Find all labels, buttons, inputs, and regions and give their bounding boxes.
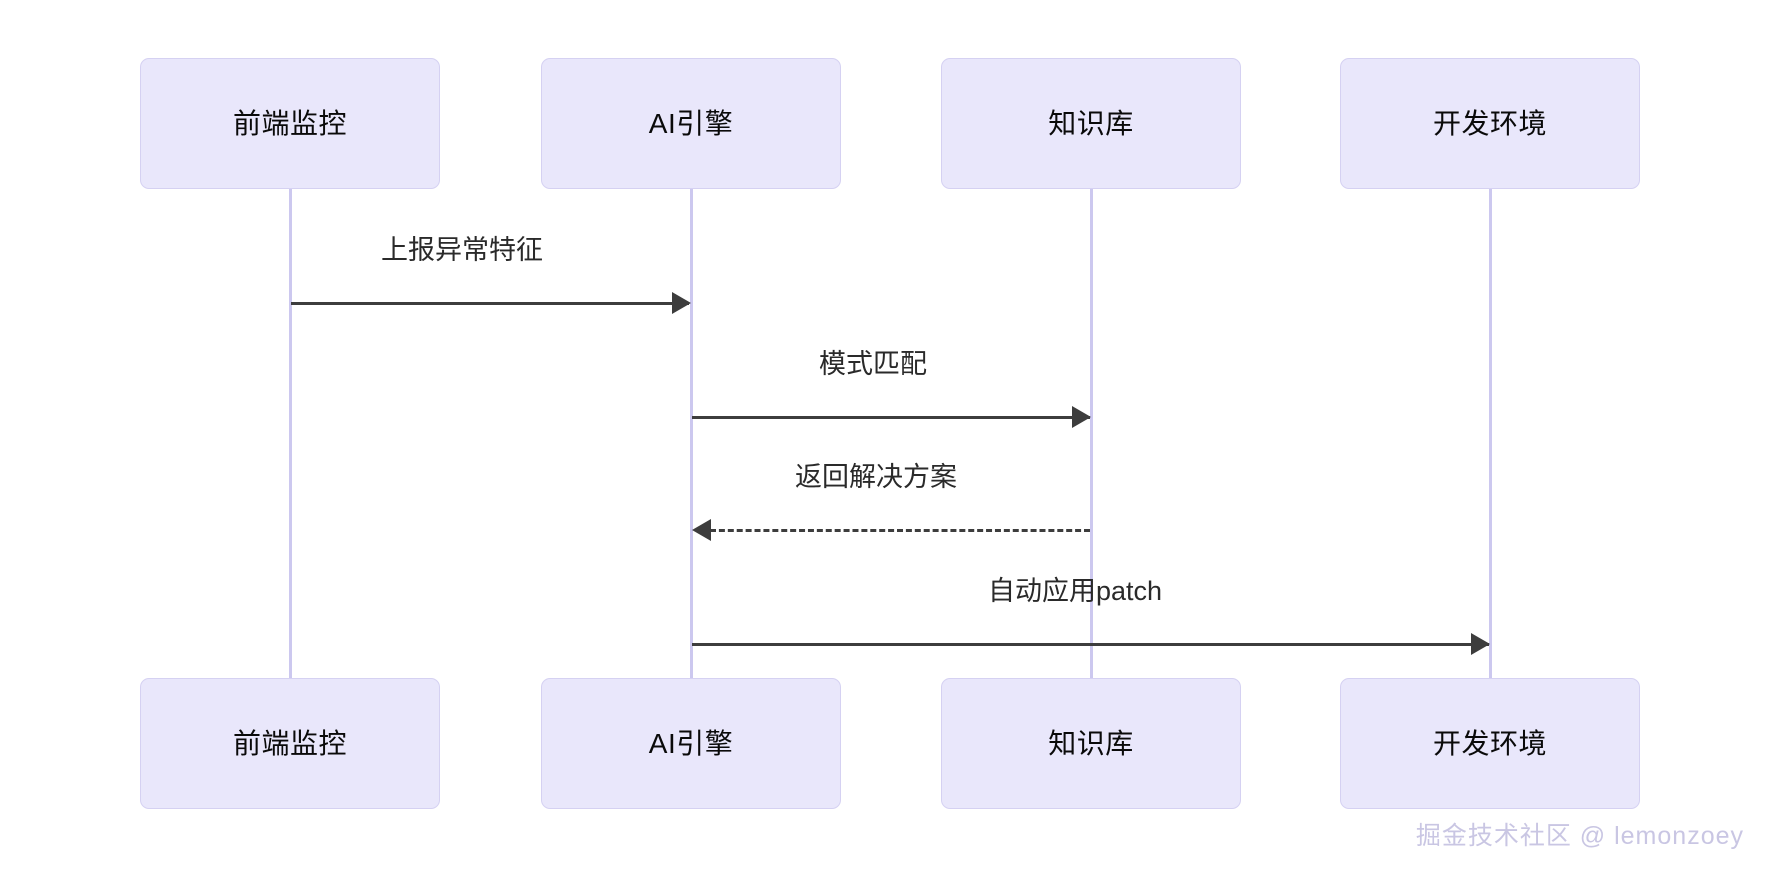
lifeline-ai-engine: [690, 189, 693, 678]
participant-box-top-dev-environment[interactable]: 开发环境: [1340, 58, 1640, 189]
message-label-report-anomaly-features: 上报异常特征: [381, 235, 543, 265]
participant-label: AI引擎: [648, 727, 734, 759]
participant-box-bottom-dev-environment[interactable]: 开发环境: [1340, 678, 1640, 809]
participant-box-top-frontend-monitor[interactable]: 前端监控: [140, 58, 440, 189]
arrowhead-right-icon: [672, 292, 691, 314]
message-line-auto-apply-patch: [692, 643, 1489, 646]
message-label-pattern-matching: 模式匹配: [819, 349, 927, 379]
participant-label: 前端监控: [232, 727, 347, 759]
participant-box-top-knowledge-base[interactable]: 知识库: [941, 58, 1241, 189]
participant-label: 知识库: [1048, 727, 1134, 759]
message-line-report-anomaly-features: [291, 302, 689, 305]
arrowhead-left-icon: [692, 519, 711, 541]
participant-box-bottom-ai-engine[interactable]: AI引擎: [541, 678, 841, 809]
participant-label: AI引擎: [648, 107, 734, 139]
arrowhead-right-icon: [1072, 406, 1091, 428]
lifeline-knowledge-base: [1090, 189, 1093, 678]
lifeline-frontend-monitor: [289, 189, 292, 678]
watermark: 掘金技术社区 @ lemonzoey: [1415, 822, 1744, 850]
participant-label: 知识库: [1048, 107, 1134, 139]
participant-box-bottom-frontend-monitor[interactable]: 前端监控: [140, 678, 440, 809]
participant-box-top-ai-engine[interactable]: AI引擎: [541, 58, 841, 189]
participant-label: 开发环境: [1432, 727, 1547, 759]
arrowhead-right-icon: [1471, 633, 1490, 655]
participant-label: 前端监控: [232, 107, 347, 139]
participant-label: 开发环境: [1432, 107, 1547, 139]
message-label-auto-apply-patch: 自动应用patch: [988, 576, 1163, 606]
message-line-pattern-matching: [692, 416, 1090, 419]
message-label-return-solution: 返回解决方案: [795, 462, 957, 492]
participant-box-bottom-knowledge-base[interactable]: 知识库: [941, 678, 1241, 809]
message-line-return-solution: [710, 529, 1090, 532]
lifeline-dev-environment: [1489, 189, 1492, 678]
